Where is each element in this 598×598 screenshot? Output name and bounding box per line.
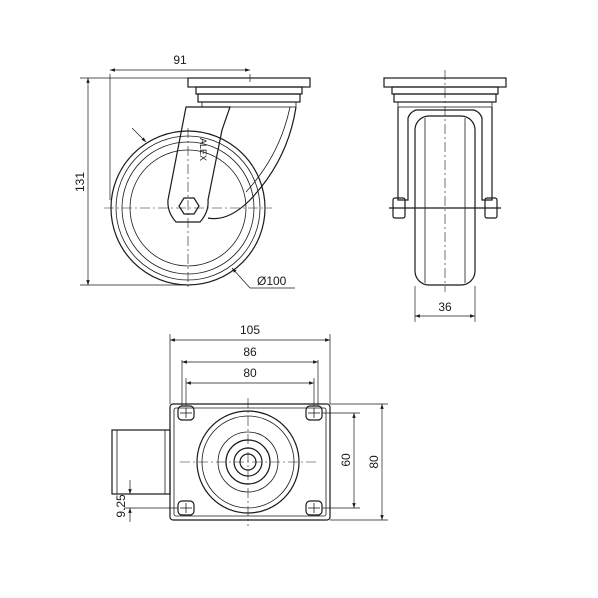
dimension-hole-spacing-86: 86 xyxy=(243,345,257,359)
side-view: ALEX 91 131 Ø100 xyxy=(73,53,311,290)
swivel-bearing xyxy=(195,86,303,95)
dimension-height-131: 131 xyxy=(73,172,87,192)
dimension-width-91: 91 xyxy=(173,53,187,67)
dimension-plate-width-105: 105 xyxy=(240,323,260,337)
front-view: 36 xyxy=(383,70,507,322)
top-plate xyxy=(169,403,331,521)
fork-back xyxy=(207,106,297,220)
top-view: 105 86 80 60 80 9.25 xyxy=(111,323,388,526)
dimension-offset-9-25: 9.25 xyxy=(114,494,128,518)
dimension-front-width-36: 36 xyxy=(438,300,452,314)
brand-text: ALEX xyxy=(198,138,208,161)
dimension-diameter-100: Ø100 xyxy=(257,274,287,288)
dimension-vertical-60: 60 xyxy=(339,453,353,467)
mounting-plate xyxy=(187,77,311,88)
dimension-hole-spacing-80: 80 xyxy=(243,366,257,380)
fork-projection xyxy=(111,429,171,495)
dimension-plate-height-80: 80 xyxy=(367,455,381,469)
bolt-hole xyxy=(177,500,195,516)
fork-leg xyxy=(167,106,231,223)
axle-nut xyxy=(178,197,200,215)
bolt-hole xyxy=(305,500,323,516)
